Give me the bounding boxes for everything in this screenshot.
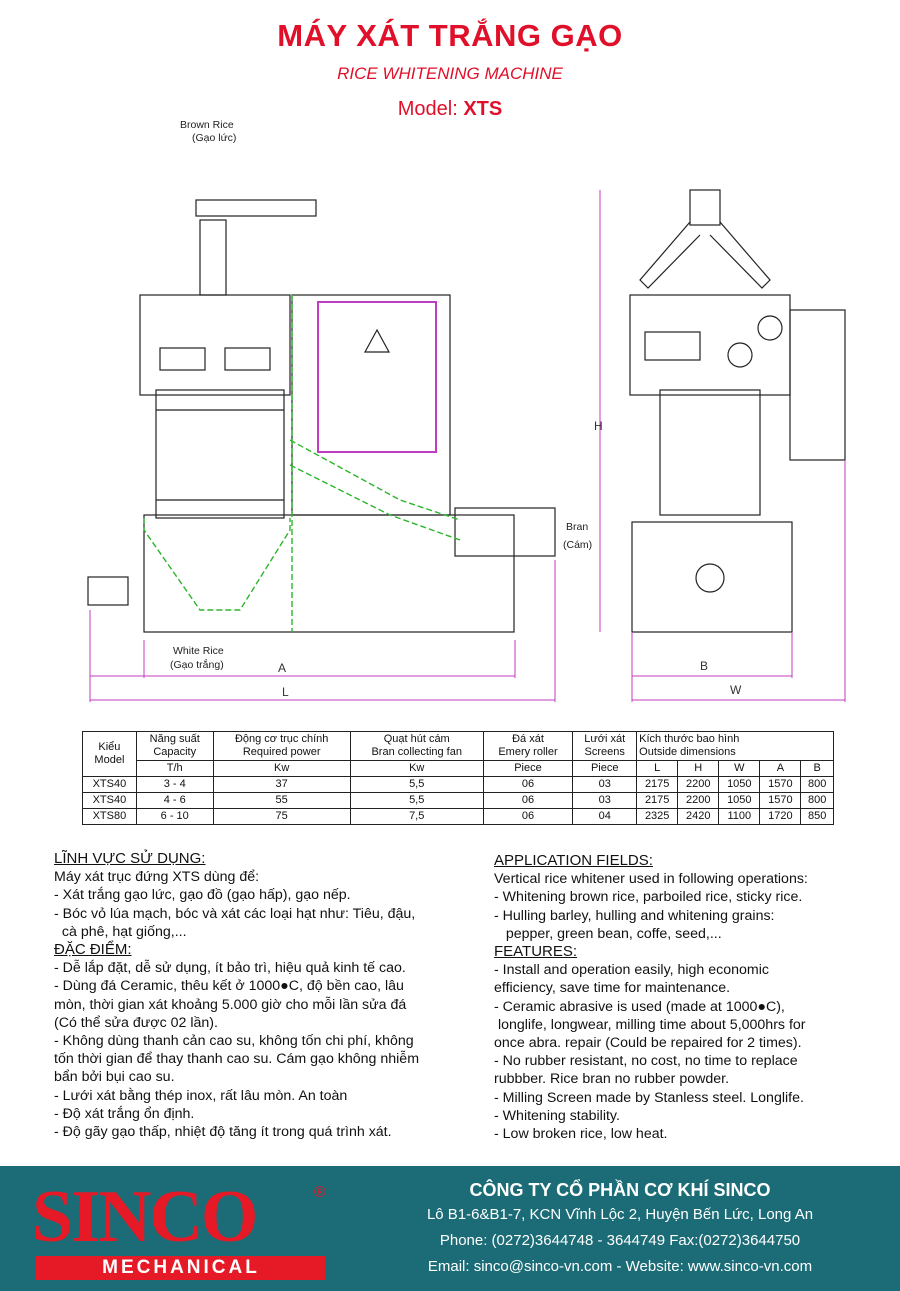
inlet-label-vi: (Gạo lức) <box>192 132 236 144</box>
machine-drawing: Brown Rice (Gạo lức) Bran (Cám) White Ri… <box>87 119 846 702</box>
section-body: - Install and operation easily, high eco… <box>494 962 806 1143</box>
warning-icon <box>363 328 391 353</box>
section-heading: APPLICATION FIELDS: <box>494 852 653 869</box>
side-view-inlet <box>689 189 721 226</box>
side-view-head <box>629 294 791 396</box>
unit-cell: Kw <box>349 760 484 777</box>
bran-label: Bran <box>566 521 588 533</box>
base-frame <box>143 514 515 633</box>
registered-mark: ® <box>314 1184 326 1201</box>
unit-cell: A <box>759 760 802 777</box>
dimension-h-label: H <box>594 419 603 433</box>
unit-cell: T/h <box>135 760 214 777</box>
footer: SINCO ® MECHANICAL CÔNG TY CỔ PHẦN CƠ KH… <box>0 1166 900 1291</box>
outlet-label-vi: (Gạo trắng) <box>170 658 224 671</box>
company-name: CÔNG TY CỔ PHẦN CƠ KHÍ SINCO <box>469 1180 771 1200</box>
outlet-label: White Rice <box>173 645 224 657</box>
vietnamese-description: LĨNH VỰC SỬ DỤNG: Máy xát trục đứng XTS … <box>54 850 474 1141</box>
inlet-label: Brown Rice <box>180 119 234 131</box>
model-line: Model: XTS <box>0 98 900 121</box>
dimension-a-label: A <box>278 661 286 675</box>
side-view-outlet <box>695 563 725 593</box>
inlet-gate <box>195 199 317 217</box>
english-description: APPLICATION FIELDS: Vertical rice whiten… <box>494 852 864 1143</box>
unit-cell: Piece <box>482 760 574 777</box>
side-view-gauge <box>757 315 783 341</box>
section-body: - Dễ lắp đặt, dễ sử dụng, ít bảo trì, hi… <box>54 960 420 1141</box>
bran-outlet <box>454 507 556 557</box>
dimension-l-label: L <box>282 685 289 699</box>
logo-wordmark: SINCO <box>32 1176 258 1258</box>
model-value: XTS <box>463 98 503 120</box>
electrical-cabinet <box>317 301 437 453</box>
section-body: Máy xát trục đứng XTS dùng để: - Xát trắ… <box>54 869 416 940</box>
company-address: Lô B1-6&B1-7, KCN Vĩnh Lộc 2, Huyện Bến … <box>426 1206 814 1223</box>
section-heading: LĨNH VỰC SỬ DỤNG: <box>54 850 206 867</box>
side-view-base <box>631 521 793 633</box>
company-logo: SINCO ® MECHANICAL <box>26 1176 336 1280</box>
unit-cell: Kw <box>212 760 351 777</box>
unit-cell: B <box>800 760 834 777</box>
section-heading: FEATURES: <box>494 943 578 961</box>
milling-chamber <box>155 389 285 519</box>
page-subtitle: RICE WHITENING MACHINE <box>337 64 563 83</box>
dimension-b-label: B <box>700 659 708 673</box>
dimension-w-label: W <box>730 683 742 697</box>
outlet-valve <box>87 576 129 606</box>
company-contact: Email: sinco@sinco-vn.com - Website: www… <box>427 1258 813 1275</box>
bran-label-vi: (Cám) <box>563 539 592 551</box>
unit-cell: L <box>636 760 679 777</box>
page-title: MÁY XÁT TRẮNG GẠO <box>277 18 623 53</box>
inlet-pipe <box>199 219 227 296</box>
table-units-row: T/h Kw Kw Piece Piece L H W A B <box>83 760 834 777</box>
control-cabinet-frame <box>291 294 451 516</box>
hopper-housing <box>139 294 291 396</box>
side-view-fan <box>789 309 846 461</box>
company-phone: Phone: (0272)3644748 - 3644749 Fax:(0272… <box>439 1232 801 1249</box>
control-panel <box>644 331 701 361</box>
unit-cell: Piece <box>572 760 638 777</box>
logo-subtitle: MECHANICAL <box>36 1256 326 1280</box>
unit-cell: H <box>677 760 720 777</box>
unit-cell: W <box>718 760 761 777</box>
section-body: Vertical rice whitener used in following… <box>494 871 808 942</box>
section-heading: ĐẶC ĐIỂM: <box>54 941 132 959</box>
side-view-chamber <box>659 389 761 516</box>
model-label: Model: <box>397 98 458 120</box>
